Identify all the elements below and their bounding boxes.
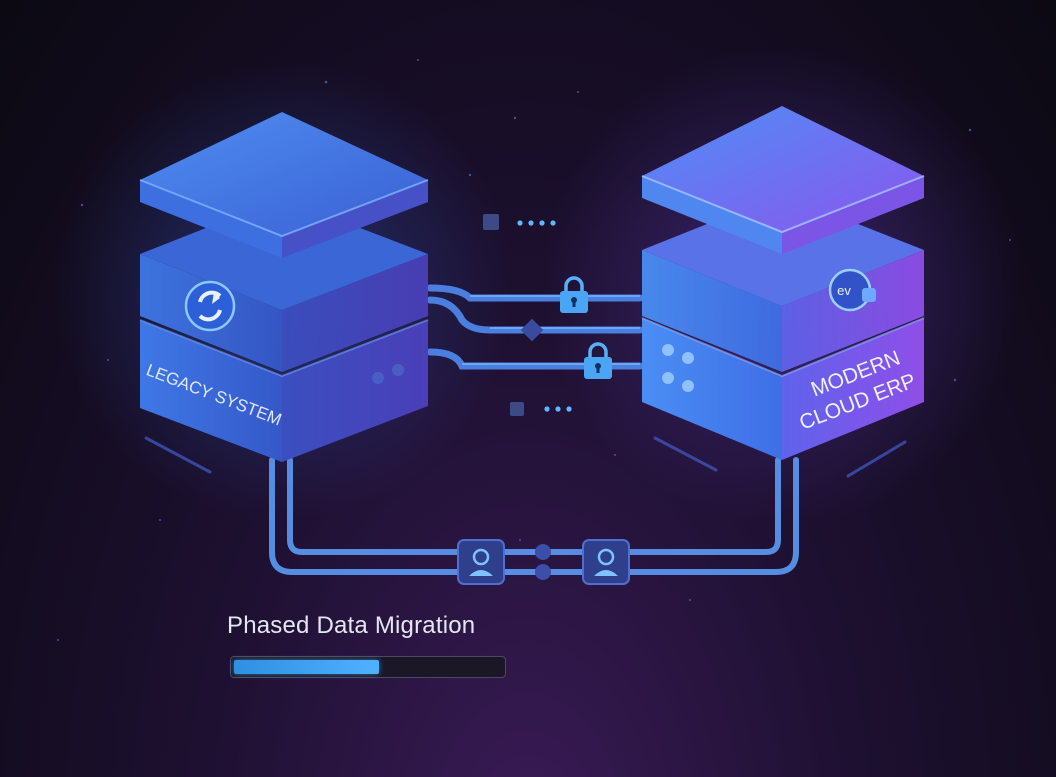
bottom-pipes	[269, 457, 799, 575]
bottom-pipe-joints	[535, 544, 551, 580]
migration-progress-bar	[230, 656, 506, 678]
data-packet-top	[483, 214, 556, 230]
data-packet-bottom	[510, 402, 572, 416]
lock-icon	[584, 342, 612, 379]
svg-text:ev: ev	[837, 283, 851, 298]
lock-icon	[560, 276, 588, 313]
erp-server-stack	[641, 106, 925, 460]
user-node-icon	[457, 539, 505, 585]
pipe-valve	[520, 318, 544, 342]
migration-progress-fill	[234, 660, 379, 674]
user-node-icon	[582, 539, 630, 585]
migration-title: Phased Data Migration	[227, 612, 476, 639]
floor-lines	[144, 436, 907, 478]
legacy-server-stack	[139, 112, 429, 462]
middle-pipes	[426, 284, 644, 370]
legacy-sync-icon	[184, 280, 236, 332]
cloud-badge-icon: ev	[828, 268, 876, 312]
